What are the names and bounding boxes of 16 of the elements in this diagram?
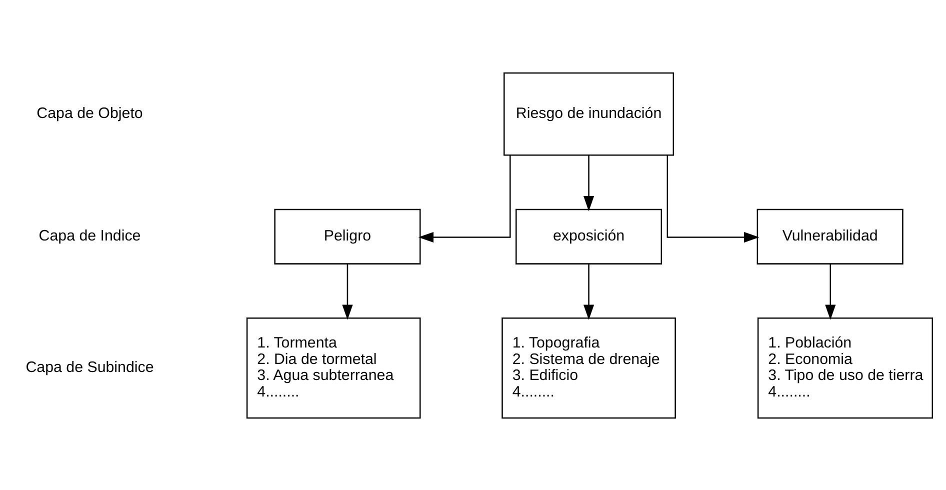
arrow: [824, 263, 836, 320]
arrow: [342, 263, 352, 320]
arrow: [582, 154, 594, 211]
label: Capa de Indice: [38, 227, 140, 244]
node-box: Vulnerabilidad: [756, 208, 903, 264]
node-box: Riesgo de inundación: [503, 72, 674, 156]
label: Capa de Objeto: [36, 104, 142, 122]
node-box: 1. Tormenta 2. Dia de tormetal 3. Agua subterranea 4........: [246, 317, 420, 418]
node-box: Peligro: [274, 208, 420, 264]
arrow: [418, 154, 510, 242]
arrow: [666, 154, 759, 242]
arrow: [582, 263, 594, 320]
label: Capa de Subindice: [25, 358, 154, 376]
node-box: 1. Topografia 2. Sistema de drenaje 3. Edificio 4........: [501, 317, 676, 418]
node-box: 1. Población 2. Economia 3. Tipo de uso de tierra 4........: [756, 317, 933, 418]
node-box: exposición: [515, 208, 662, 264]
